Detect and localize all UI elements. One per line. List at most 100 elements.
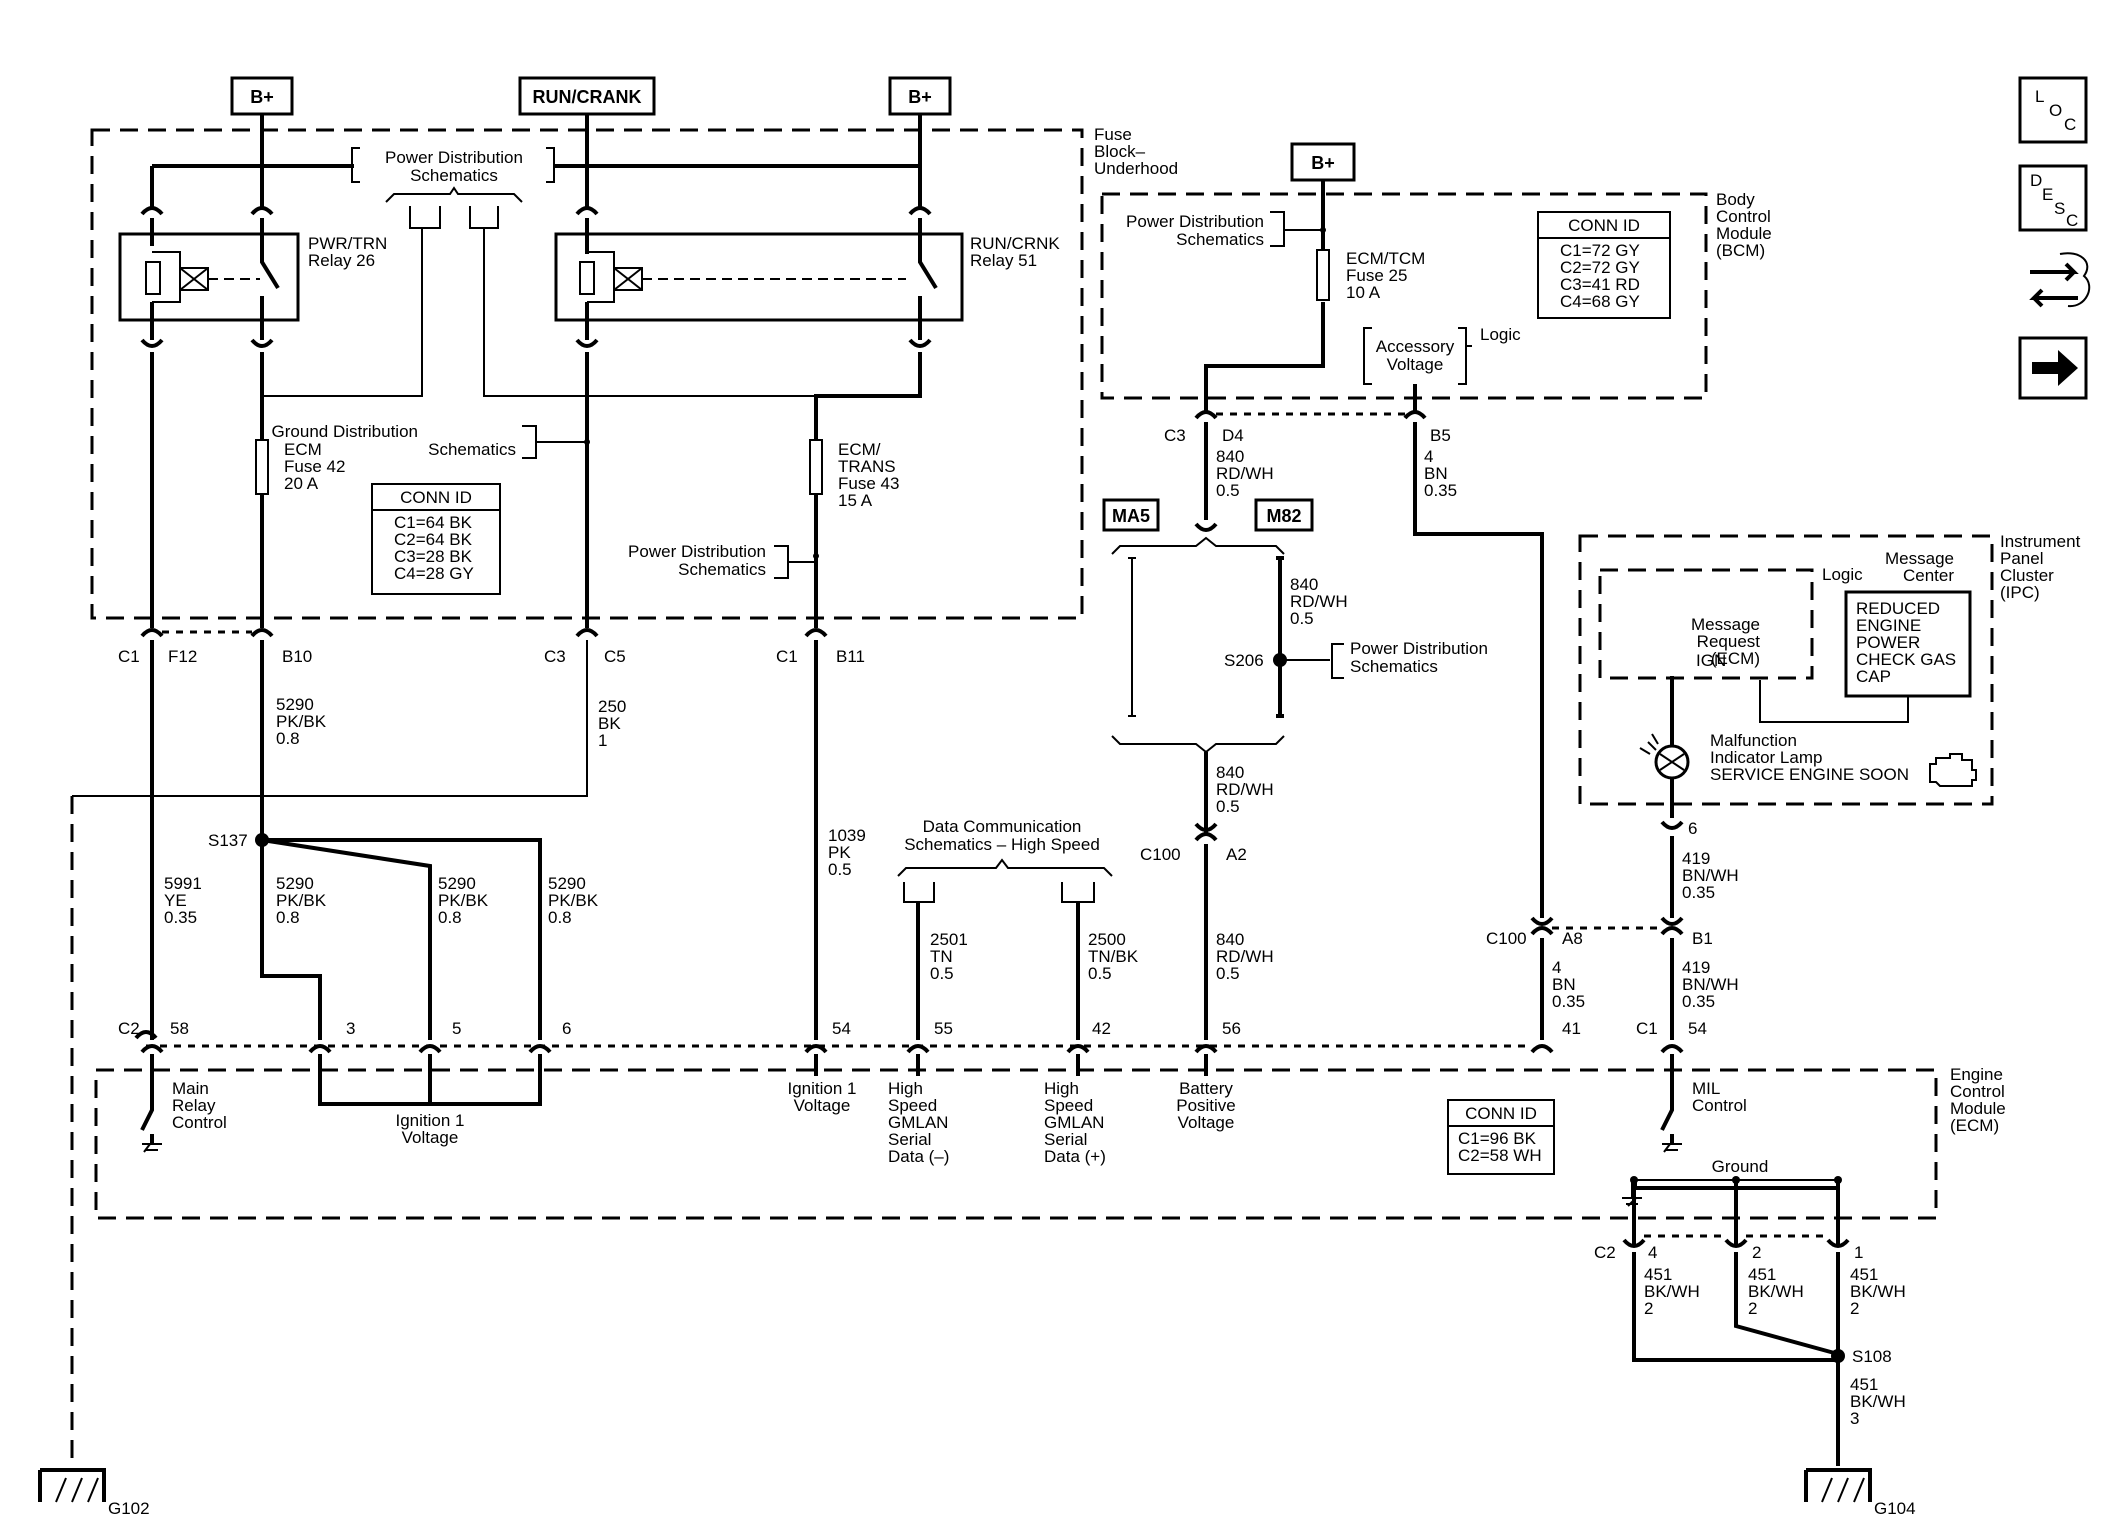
splice-s137: S137 — [208, 831, 269, 850]
svg-text:Schematics: Schematics — [1350, 657, 1438, 676]
ecm-title: Engine Control Module (ECM) — [1950, 1065, 2006, 1135]
svg-text:451: 451 — [1850, 1265, 1878, 1284]
svg-text:PK/BK: PK/BK — [276, 712, 327, 731]
svg-text:(ECM): (ECM) — [1950, 1116, 1999, 1135]
conn-41-label: 41 — [1562, 1019, 1581, 1038]
svg-text:Battery: Battery — [1179, 1079, 1233, 1098]
svg-text:Schematics: Schematics — [428, 440, 516, 459]
svg-text:C2=64 BK: C2=64 BK — [394, 530, 473, 549]
wire-840-d: 840 RD/WH 0.5 — [1216, 930, 1274, 983]
svg-text:C4=28 GY: C4=28 GY — [394, 564, 474, 583]
svg-text:0.35: 0.35 — [1552, 992, 1585, 1011]
wire-419-bot: 419 BN/WH 0.35 — [1682, 958, 1739, 1011]
svg-text:5290: 5290 — [276, 695, 314, 714]
svg-text:PK/BK: PK/BK — [548, 891, 599, 910]
inline-m82-tag: M82 — [1254, 498, 1314, 532]
conn-f12-label: F12 — [168, 647, 197, 666]
desc-button[interactable]: D E S C — [2018, 164, 2088, 232]
svg-text:840: 840 — [1216, 447, 1244, 466]
conn-a2-label: A2 — [1226, 845, 1247, 864]
desc-letter-d: D — [2030, 171, 2042, 190]
svg-text:Schematics: Schematics — [1176, 230, 1264, 249]
s206-pd-schematics-link[interactable]: Power Distribution Schematics — [1280, 639, 1488, 679]
power-tag-b-plus-bcm: B+ — [1290, 142, 1356, 182]
right-arrow-icon — [2032, 350, 2078, 386]
svg-text:2500: 2500 — [1088, 930, 1126, 949]
conn-c1-label: C1 — [118, 647, 140, 666]
svg-text:ECM/: ECM/ — [838, 440, 881, 459]
wire-2500: 2500 TN/BK 0.5 — [1088, 930, 1139, 983]
ground-distribution-link[interactable]: Ground Distribution Schematics — [272, 422, 590, 459]
desc-letter-c: C — [2066, 211, 2078, 230]
relay-26: PWR/TRN Relay 26 — [118, 218, 387, 340]
loc-letter-c: C — [2064, 115, 2076, 134]
svg-text:BK/WH: BK/WH — [1850, 1282, 1906, 1301]
ipc-logic-box — [1598, 568, 1814, 680]
svg-text:Power Distribution: Power Distribution — [1126, 212, 1264, 231]
conn-b10-label: B10 — [282, 647, 312, 666]
svg-text:Fuse 25: Fuse 25 — [1346, 266, 1407, 285]
bcm-pd-schematics-link[interactable]: Power Distribution Schematics — [1126, 211, 1326, 249]
data-comm-high-speed-link[interactable]: Data Communication Schematics – High Spe… — [897, 817, 1113, 903]
svg-text:5991: 5991 — [164, 874, 202, 893]
svg-text:0.35: 0.35 — [1682, 883, 1715, 902]
pd-schematics-top[interactable]: Power Distribution Schematics — [351, 147, 555, 229]
svg-text:ECM/TCM: ECM/TCM — [1346, 249, 1425, 268]
relay-51: RUN/CRNK Relay 51 — [554, 218, 1060, 340]
pd-schematics-right[interactable]: Power Distribution Schematics — [628, 542, 819, 579]
svg-text:0.35: 0.35 — [1424, 481, 1457, 500]
conn-gnd-1-label: 1 — [1854, 1243, 1863, 1262]
wire-5290-top: 5290 PK/BK 0.8 — [276, 695, 327, 748]
swap-arrows-icon[interactable] — [2029, 252, 2091, 308]
conn-c1b-label: C1 — [776, 647, 798, 666]
conn-c3-label: C3 — [544, 647, 566, 666]
loc-button[interactable]: L O C — [2018, 76, 2088, 144]
svg-text:Power Distribution: Power Distribution — [385, 148, 523, 167]
svg-text:GMLAN: GMLAN — [888, 1113, 948, 1132]
svg-text:Body: Body — [1716, 190, 1755, 209]
ipc-outline — [1578, 534, 1994, 806]
wire-5290-c: 5290 PK/BK 0.8 — [548, 874, 599, 927]
conn-6-label: 6 — [562, 1019, 571, 1038]
fuse-block-title: Fuse Block– Underhood — [1094, 125, 1178, 178]
fuse-block-conn-id: CONN ID C1=64 BK C2=64 BK C3=28 BK C4=28… — [371, 483, 501, 595]
wire-840-a: 840 RD/WH 0.5 — [1216, 447, 1274, 500]
svg-text:RD/WH: RD/WH — [1290, 592, 1348, 611]
svg-text:High: High — [888, 1079, 923, 1098]
loc-letter-l: L — [2035, 87, 2044, 106]
svg-text:Relay 26: Relay 26 — [308, 251, 375, 270]
svg-text:Power Distribution: Power Distribution — [628, 542, 766, 561]
next-page-button[interactable] — [2018, 336, 2088, 400]
mil-label: Malfunction Indicator Lamp SERVICE ENGIN… — [1710, 731, 1909, 784]
svg-text:451: 451 — [1644, 1265, 1672, 1284]
svg-text:G104: G104 — [1874, 1499, 1916, 1518]
svg-text:0.5: 0.5 — [1216, 481, 1240, 500]
fuse-42: ECM Fuse 42 20 A — [255, 439, 345, 495]
loc-letter-o: O — [2049, 101, 2062, 120]
svg-text:840: 840 — [1216, 930, 1244, 949]
svg-text:C2=58 WH: C2=58 WH — [1458, 1146, 1542, 1165]
svg-text:Control: Control — [1950, 1082, 2005, 1101]
svg-text:Schematics: Schematics — [410, 166, 498, 185]
svg-text:15 A: 15 A — [838, 491, 873, 510]
svg-text:S108: S108 — [1852, 1347, 1892, 1366]
conn-c100-a-label: C100 — [1140, 845, 1181, 864]
ignition-1-voltage-b-label: Ignition 1 Voltage — [788, 1079, 857, 1115]
gmlan-minus-label: High Speed GMLAN Serial Data (–) — [888, 1079, 949, 1166]
svg-text:Speed: Speed — [1044, 1096, 1093, 1115]
power-tag-run-crank: RUN/CRANK — [518, 76, 656, 116]
wire-4-bot: 4 BN 0.35 — [1552, 958, 1585, 1011]
svg-text:(BCM): (BCM) — [1716, 241, 1765, 260]
svg-text:Fuse 42: Fuse 42 — [284, 457, 345, 476]
conn-3-label: 3 — [346, 1019, 355, 1038]
svg-text:Positive: Positive — [1176, 1096, 1236, 1115]
svg-text:Ignition 1: Ignition 1 — [396, 1111, 465, 1130]
svg-text:0.8: 0.8 — [548, 908, 572, 927]
ignition-1-voltage-label: Ignition 1 Voltage — [396, 1111, 465, 1147]
main-relay-control-label: Main Relay Control — [172, 1079, 227, 1132]
svg-text:Malfunction: Malfunction — [1710, 731, 1797, 750]
svg-text:High: High — [1044, 1079, 1079, 1098]
svg-text:5290: 5290 — [548, 874, 586, 893]
splice-s206: S206 — [1224, 651, 1287, 670]
svg-text:Request: Request — [1697, 632, 1761, 651]
